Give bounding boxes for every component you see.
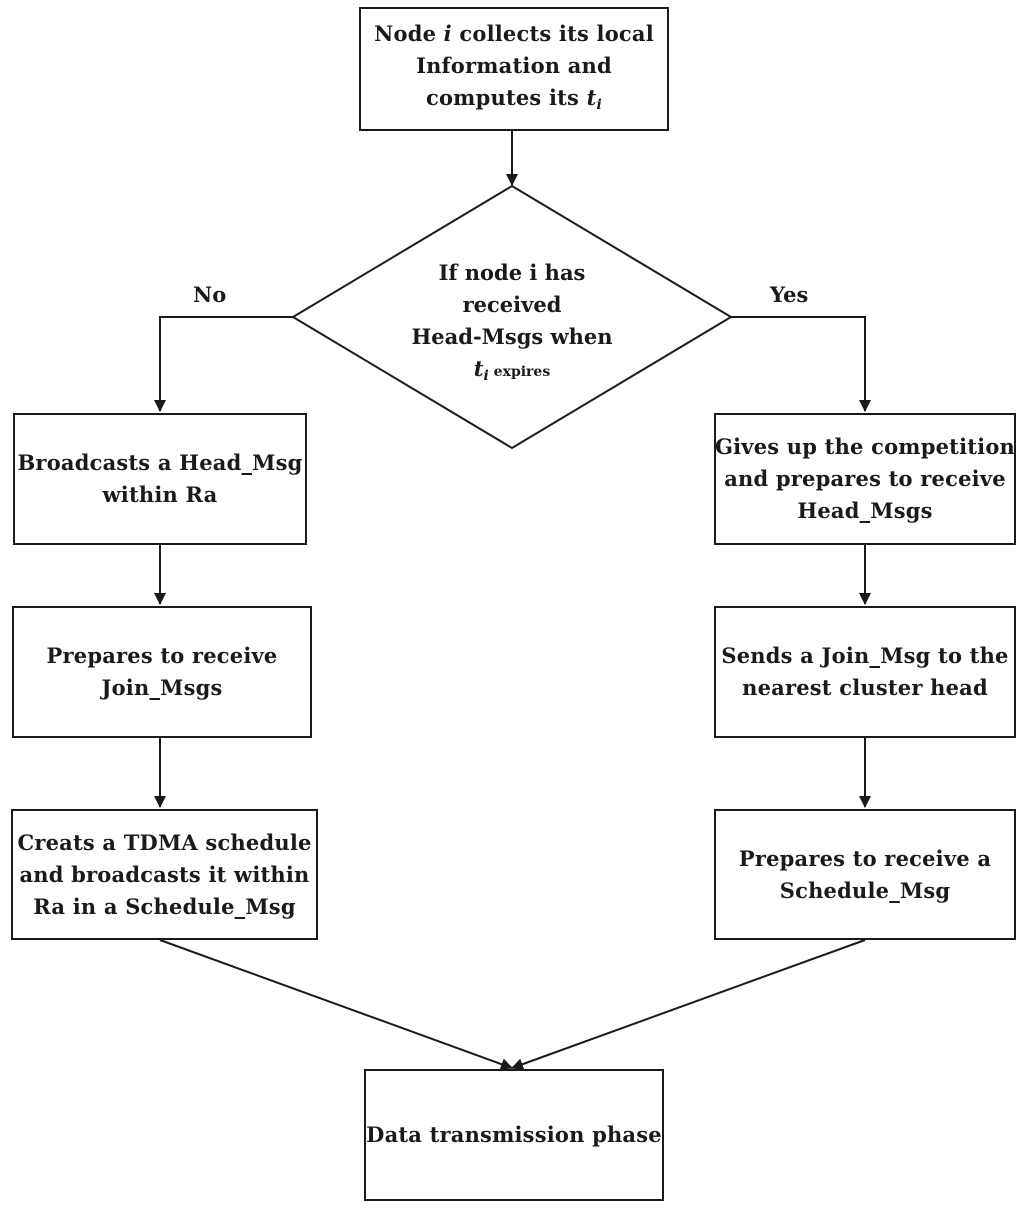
prepare-join-box: Prepares to receive Join_Msgs [12,606,312,738]
decision-var-sub: i [483,368,489,384]
send-join-line1: Sends a Join_Msg to the [721,643,1009,668]
give-up-line1: Gives up the competition [715,434,1015,459]
label-yes: Yes [770,282,809,307]
prepare-schedule-line1: Prepares to receive a [738,845,992,871]
decision-line2: received [462,292,562,317]
prepare-join-line2: Join_Msgs [101,675,223,700]
create-tdma-line1: Creats a TDMA schedule [17,829,312,855]
data-transmission-box: Data transmission phase [364,1069,664,1201]
decision-text: If node i has received Head-Msgs when ti… [362,257,662,392]
create-tdma-box: Creats a TDMA schedule and broadcasts it… [11,809,318,940]
start-text-pre: Node [374,20,444,46]
give-up-box: Gives up the competition and prepares to… [714,413,1016,545]
start-box: Node i collects its local Information an… [359,7,669,131]
edge-decision-no [154,316,293,412]
data-transmission-line1: Data transmission phase [366,1122,662,1147]
start-text-post: collects its local [451,20,654,46]
edge-create-tdma-to-data [159,939,513,1070]
start-text-line3: computes its [425,84,587,110]
prepare-schedule-box: Prepares to receive a Schedule_Msg [714,809,1016,940]
decision-diamond [291,184,733,450]
broadcast-head-line2: within Ra [102,482,218,507]
label-no: No [193,282,227,307]
decision-line1: If node i has [438,260,586,285]
give-up-line2: and prepares to receive [724,466,1006,491]
decision-var-t: t [473,356,484,381]
prepare-join-line1: Prepares to receive [46,643,278,668]
send-join-line2: nearest cluster head [742,675,988,700]
give-up-line3: Head_Msgs [797,498,933,523]
start-var-sub: i [596,96,602,113]
decision-expires: expires [488,364,551,380]
start-text-line2: Information and [416,52,612,78]
broadcast-head-line1: Broadcasts a Head_Msg [17,450,303,475]
create-tdma-line2: and broadcasts it within [19,861,310,887]
start-var-t: t [586,84,597,110]
send-join-box: Sends a Join_Msg to the nearest cluster … [714,606,1016,738]
prepare-schedule-line2: Schedule_Msg [779,877,951,903]
decision-line3: Head-Msgs when [411,324,613,349]
create-tdma-line3: Ra in a Schedule_Msg [33,893,296,919]
start-var-i: i [443,20,452,46]
edge-prepare-schedule-to-data [511,939,866,1070]
edge-decision-yes [731,316,871,412]
broadcast-head-box: Broadcasts a Head_Msg within Ra [13,413,307,545]
